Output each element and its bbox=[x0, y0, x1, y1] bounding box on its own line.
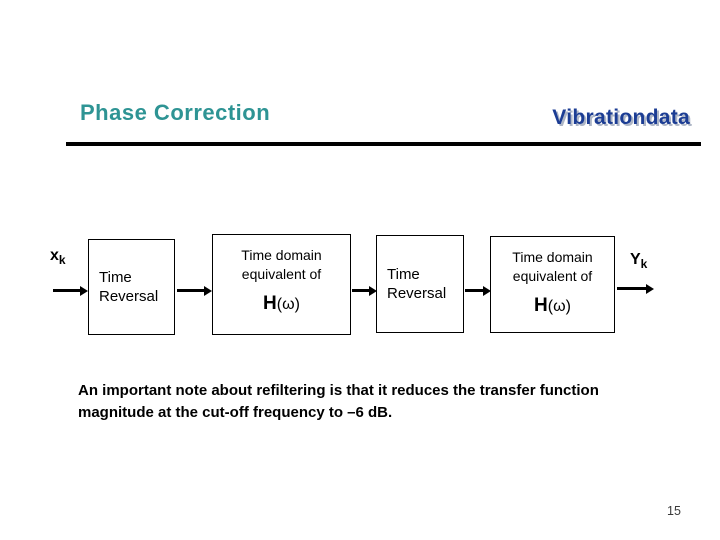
formula-omega-args: (ω) bbox=[547, 298, 571, 315]
transfer-function-formula: H(ω) bbox=[263, 293, 300, 315]
box-label: Time domain equivalent of bbox=[241, 247, 322, 282]
arrow-between-box3-box4 bbox=[465, 285, 491, 296]
input-signal-label: xk bbox=[50, 247, 66, 267]
output-signal-subscript: k bbox=[640, 257, 648, 272]
diagram-box-time-domain-1: Time domain equivalent of H(ω) bbox=[212, 234, 351, 335]
arrow-output bbox=[617, 283, 654, 294]
transfer-function-formula: H(ω) bbox=[534, 295, 571, 317]
box-label: Time Reversal bbox=[387, 266, 447, 302]
box-label: Time Reversal bbox=[99, 269, 159, 305]
output-signal-base: Y bbox=[630, 251, 641, 268]
formula-omega-args: (ω) bbox=[276, 296, 300, 313]
diagram-box-time-reversal-1: Time Reversal bbox=[88, 239, 175, 335]
note-text: An important note about refiltering is t… bbox=[78, 382, 599, 421]
page-number: 15 bbox=[667, 504, 681, 518]
diagram-box-time-reversal-2: Time Reversal bbox=[376, 235, 464, 333]
input-signal-subscript: k bbox=[58, 253, 66, 268]
diagram-box-time-domain-2: Time domain equivalent of H(ω) bbox=[490, 236, 615, 333]
input-signal-base: x bbox=[50, 247, 59, 264]
arrow-between-box1-box2 bbox=[177, 285, 212, 296]
arrow-between-box2-box3 bbox=[352, 285, 377, 296]
output-signal-label: Yk bbox=[630, 251, 647, 271]
title-underline-rule bbox=[66, 142, 701, 146]
formula-h: H bbox=[263, 293, 277, 314]
logo-text: Vibrationdata bbox=[552, 106, 690, 129]
box-label: Time domain equivalent of bbox=[512, 249, 593, 284]
slide-title: Phase Correction bbox=[80, 100, 271, 125]
arrow-input bbox=[53, 285, 88, 296]
formula-h: H bbox=[534, 295, 548, 316]
